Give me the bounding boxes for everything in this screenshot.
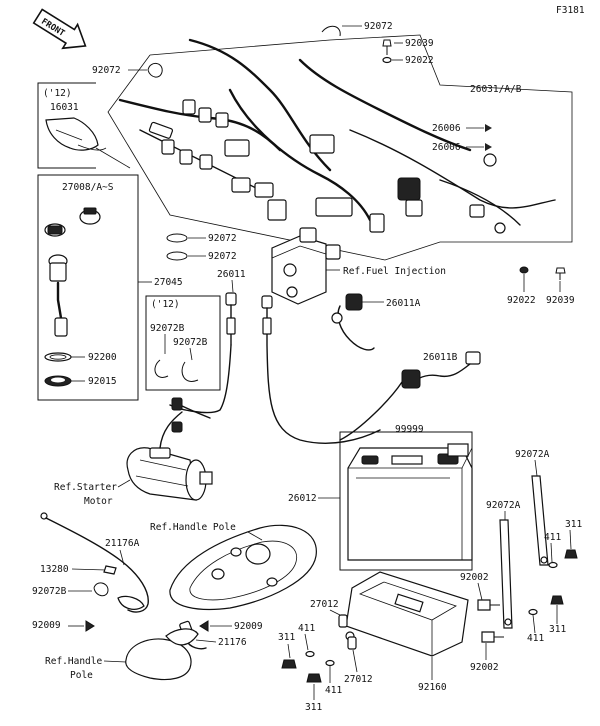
clamp-92072-mid-b (166, 251, 188, 261)
fuel-injection-relay-block (271, 227, 341, 305)
strap-92072A-b (499, 519, 513, 629)
label-411-mid: 411 (298, 623, 315, 634)
washer-411-mid (305, 650, 315, 658)
washer-92022-top (382, 56, 392, 64)
nut-311-left (281, 659, 297, 669)
cable-26011 (169, 292, 381, 444)
washer-411-bottom (325, 659, 335, 667)
terminal-27012-b (347, 636, 357, 650)
label-27045: 27045 (154, 277, 183, 288)
label-21176A: 21176A (105, 538, 140, 549)
handle-pole-bottom (125, 628, 199, 681)
label-26031: 26031/A/B (470, 84, 522, 95)
label-92009-b: 92009 (234, 621, 263, 632)
label-26011B: 26011B (423, 352, 458, 363)
bracket-13280 (103, 565, 117, 575)
label-92022-top: 92022 (405, 55, 434, 66)
bolt-92002-a (477, 599, 491, 611)
ref-starter-motor-line2: Motor (84, 496, 113, 507)
label-92200: 92200 (88, 352, 117, 363)
label-26012: 26012 (288, 493, 317, 504)
label-411-right-a: 411 (544, 532, 561, 543)
label-92072A-a: 92072A (515, 449, 550, 460)
front-arrow-icon: FRONT (32, 8, 87, 50)
label-92039-right: 92039 (546, 295, 575, 306)
clamp-92072B-c (93, 582, 109, 597)
ref-handle-pole: Ref.Handle Pole (150, 522, 236, 533)
bolt-92039-top (382, 39, 392, 55)
label-year-12-b: ('12) (151, 299, 180, 310)
clamp-92072B-group: ('12) 92072B 92072B (145, 295, 221, 391)
label-311-left: 311 (278, 632, 295, 643)
label-99999: 99999 (395, 424, 424, 435)
label-27008: 27008/A~S (62, 182, 114, 193)
label-26011: 26011 (217, 269, 246, 280)
cover-16031-group: ('12) 16031 (37, 82, 131, 169)
label-92072-mid-a: 92072 (208, 233, 237, 244)
washer-411-right-a (548, 561, 558, 569)
screw-92009-a (85, 620, 95, 632)
label-92160: 92160 (418, 682, 447, 693)
label-92072B-c: 92072B (32, 586, 67, 597)
label-26011A: 26011A (386, 298, 421, 309)
label-92039-top: 92039 (405, 38, 434, 49)
handle-pole-plate (169, 524, 317, 611)
ref-fuel-injection: Ref.Fuel Injection (343, 266, 446, 277)
label-13280: 13280 (40, 564, 69, 575)
label-92072B-a: 92072B (150, 323, 185, 334)
nut-311-right-b (550, 595, 564, 605)
main-wiring-harness (107, 34, 573, 261)
label-311-bottom: 311 (305, 702, 322, 713)
label-92015: 92015 (88, 376, 117, 387)
clip-26006-a (485, 124, 492, 132)
label-311-right: 311 (565, 519, 582, 530)
clamp-92072-left (147, 63, 163, 78)
cable-26011A (331, 293, 375, 351)
washer-411-right-b (528, 608, 538, 616)
screw-92009-b (199, 620, 209, 632)
label-411-bottom: 411 (325, 685, 342, 696)
strap-92072A-a (531, 475, 549, 566)
diagram-code: F3181 (556, 5, 585, 16)
label-26006-a: 26006 (432, 123, 461, 134)
clamp-92072-mid-a (166, 233, 188, 243)
label-92072-left: 92072 (92, 65, 121, 76)
starter-motor (126, 397, 213, 501)
ref-handle-pole-line1: Ref.Handle (45, 656, 102, 667)
label-16031: 16031 (50, 102, 79, 113)
label-92072-mid-b: 92072 (208, 251, 237, 262)
label-27012-b: 27012 (344, 674, 373, 685)
bolt-92002-b (481, 631, 495, 643)
label-92072-top: 92072 (364, 21, 393, 32)
ref-handle-pole-line2: Pole (70, 670, 93, 681)
cable-21176A (40, 512, 149, 613)
label-26006-b: 26006 (432, 142, 461, 153)
label-92072B-b: 92072B (173, 337, 208, 348)
label-92009-a: 92009 (32, 620, 61, 631)
washer-92022-right (519, 266, 529, 274)
label-92002-a: 92002 (460, 572, 489, 583)
battery-26012 (339, 431, 473, 571)
cable-26011B (339, 351, 481, 441)
label-411-right-b: 411 (527, 633, 544, 644)
label-21176: 21176 (218, 637, 247, 648)
label-311-right-b: 311 (549, 624, 566, 635)
clip-26006-b (485, 143, 492, 151)
label-27012-a: 27012 (310, 599, 339, 610)
nut-311-right (564, 549, 578, 559)
nut-311-bottom (306, 673, 322, 683)
bolt-92039-right (555, 267, 566, 280)
label-year-12-a: ('12) (43, 88, 72, 99)
label-92002-b: 92002 (470, 662, 499, 673)
ref-starter-motor-line1: Ref.Starter (54, 482, 117, 493)
clamp-92072-top (321, 25, 341, 37)
ignition-switch-group: 27008/A~S 27045 92200 92015 (37, 174, 183, 401)
label-92072A-b: 92072A (486, 500, 521, 511)
label-92022-right: 92022 (507, 295, 536, 306)
battery-tray-92160 (345, 571, 469, 657)
